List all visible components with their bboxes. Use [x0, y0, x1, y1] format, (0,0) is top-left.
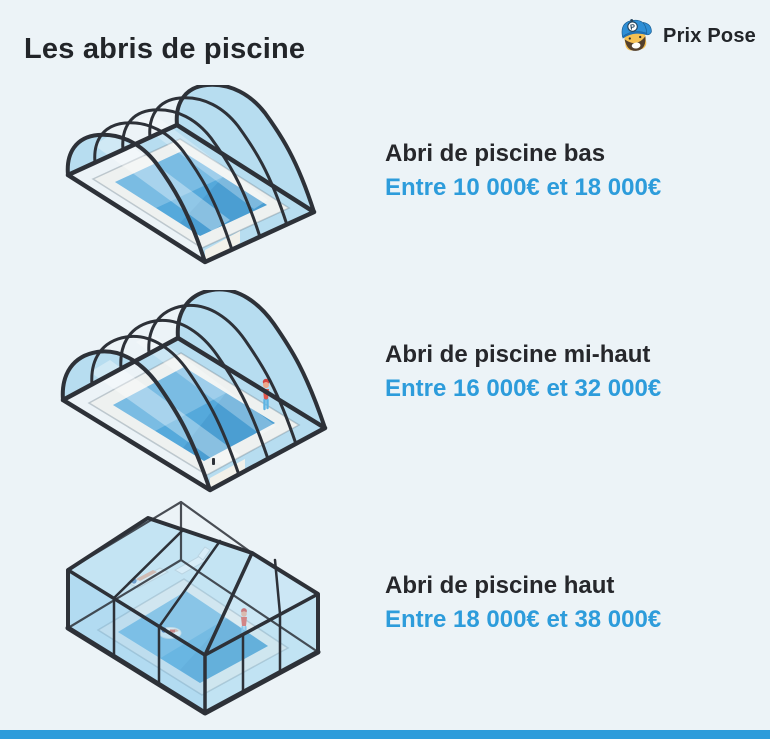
enclosure-item-mi-haut: Abri de piscine mi-haut Entre 16 000€ et… — [385, 338, 661, 406]
high-pool-enclosure-illustration — [65, 500, 321, 716]
enclosure-name: Abri de piscine bas — [385, 140, 606, 167]
enclosure-price-range: Entre 10 000€ et 18 000€ — [385, 174, 662, 201]
low-pool-enclosure-illustration — [65, 85, 317, 265]
mid-height-pool-enclosure-illustration — [60, 290, 328, 493]
enclosure-item-bas: Abri de piscine bas Entre 10 000€ et 18 … — [385, 137, 661, 205]
brand-logo[interactable]: P Prix Pose — [614, 14, 756, 58]
enclosure-item-haut: Abri de piscine haut Entre 18 000€ et 38… — [385, 569, 661, 637]
footer-accent-bar — [0, 730, 770, 739]
enclosure-price-range: Entre 18 000€ et 38 000€ — [385, 606, 662, 633]
enclosure-price-range: Entre 16 000€ et 32 000€ — [385, 375, 662, 402]
door-handle — [212, 458, 215, 465]
prixpose-mascot-icon: P — [621, 19, 652, 51]
swimmer-figure — [262, 378, 270, 411]
enclosure-name: Abri de piscine haut — [385, 572, 615, 599]
enclosure-name: Abri de piscine mi-haut — [385, 341, 651, 368]
svg-text:P: P — [630, 22, 636, 32]
page-title: Les abris de piscine — [24, 33, 306, 66]
brand-name: Prix Pose — [663, 24, 756, 47]
